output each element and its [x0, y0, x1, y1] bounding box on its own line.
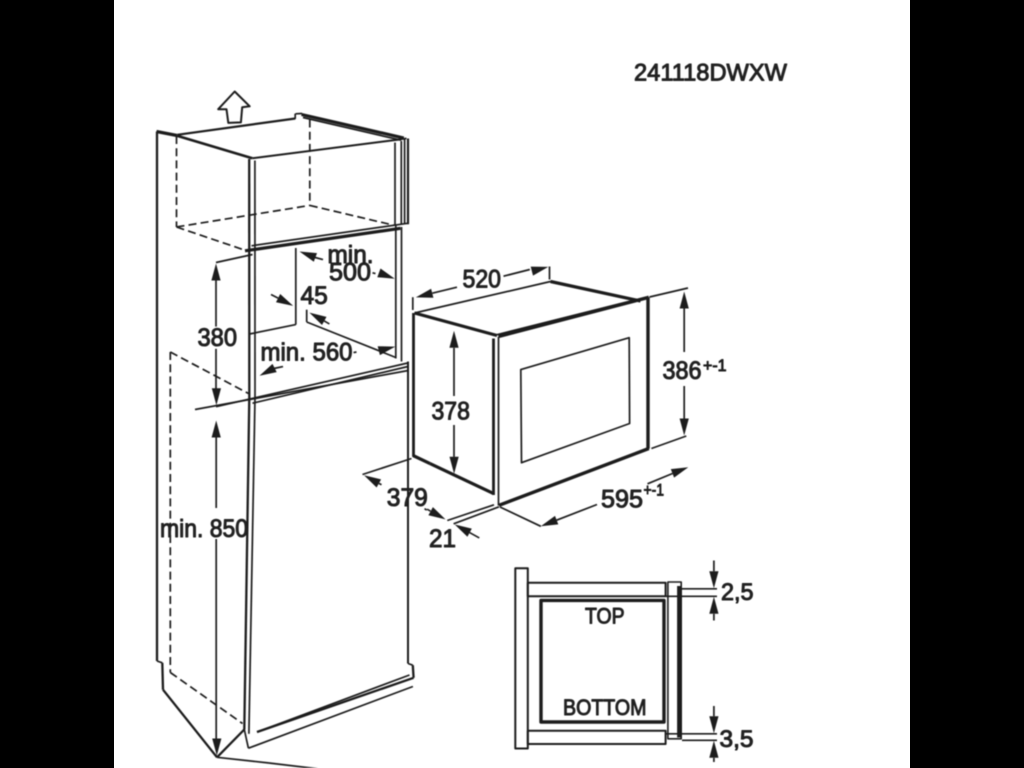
svg-text:379: 379 [387, 484, 428, 512]
svg-text:min.: min. [328, 241, 374, 269]
svg-text:386: 386 [663, 357, 702, 385]
svg-text:378: 378 [432, 397, 470, 425]
svg-text:min. 560: min. 560 [261, 339, 353, 367]
svg-text:BOTTOM: BOTTOM [563, 695, 647, 720]
svg-text:21: 21 [429, 525, 456, 553]
svg-text:3,5: 3,5 [720, 726, 754, 753]
svg-text:min. 850: min. 850 [160, 515, 248, 543]
svg-text:595: 595 [601, 485, 643, 513]
svg-text:45: 45 [301, 282, 328, 310]
svg-text:+-1: +-1 [644, 480, 665, 499]
svg-text:241118DWXW: 241118DWXW [634, 59, 788, 86]
svg-text:380: 380 [198, 324, 238, 352]
svg-text:2,5: 2,5 [721, 579, 754, 606]
svg-text:TOP: TOP [585, 604, 625, 629]
svg-text:500: 500 [329, 259, 371, 287]
svg-text:520: 520 [463, 265, 502, 293]
svg-text:+-1: +-1 [703, 356, 727, 375]
